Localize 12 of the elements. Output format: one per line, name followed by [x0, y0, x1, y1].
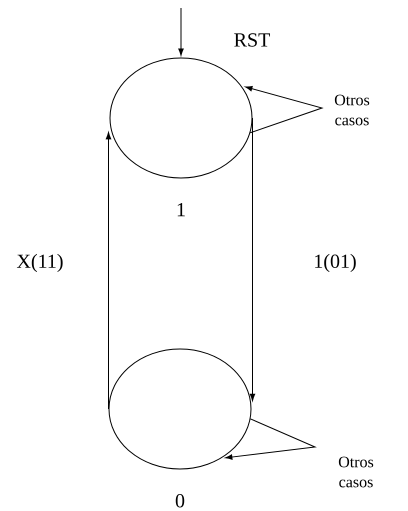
- edge-label: Otros casos: [334, 94, 370, 126]
- arrow: [250, 118, 256, 401]
- node-label: 0: [176, 494, 184, 508]
- node-label: 1: [178, 202, 185, 216]
- arrow: [106, 132, 112, 410]
- arrow: [245, 86, 324, 134]
- edge-label: Otros casos: [338, 456, 374, 488]
- arrow: [225, 418, 317, 460]
- edge-label: 1(01): [315, 254, 356, 272]
- edge-label: X(11): [16, 254, 63, 272]
- arrow: [178, 8, 184, 56]
- edge-label: RST: [234, 33, 270, 47]
